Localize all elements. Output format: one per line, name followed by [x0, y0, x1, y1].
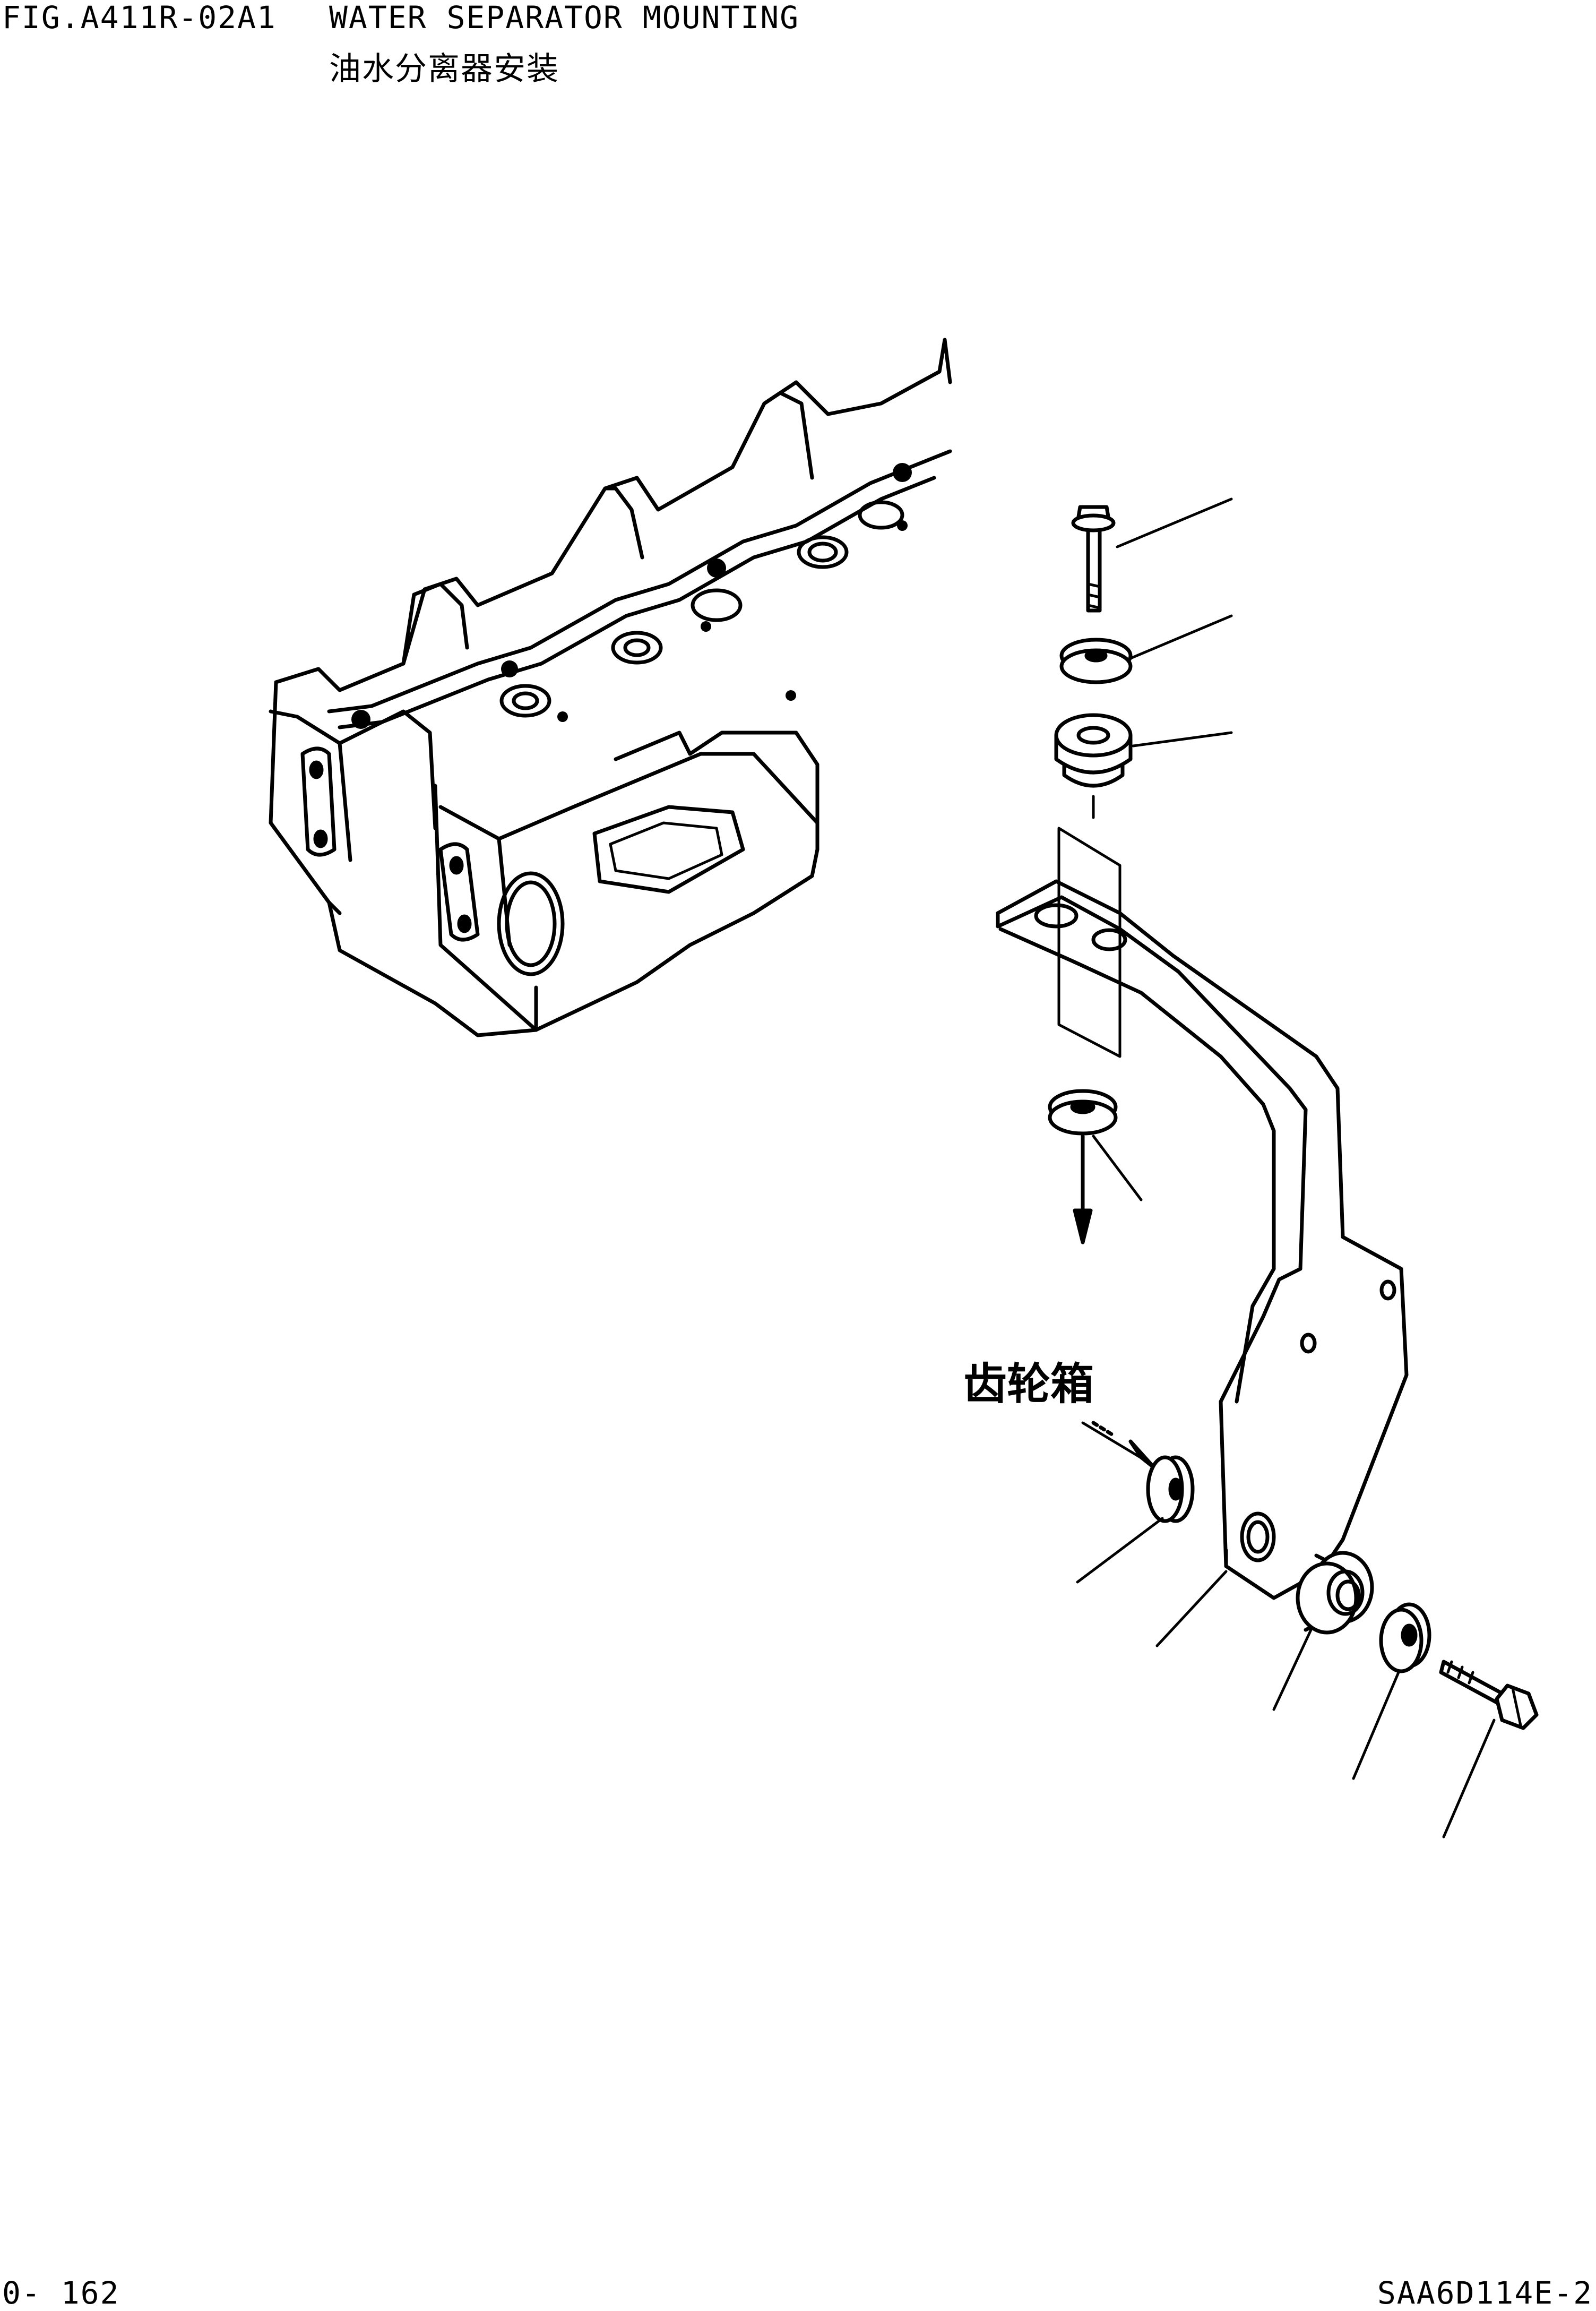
lower-rubber-cushion — [1296, 1551, 1374, 1635]
upper-rubber-cushion — [1054, 713, 1133, 819]
engine-block-drawing — [269, 338, 952, 1037]
lower-bolt — [1439, 1660, 1539, 1730]
top-bolt — [1071, 505, 1116, 613]
figure-number: FIG.A411R-02A1 — [2, 0, 277, 36]
page-number: 0- 162 — [2, 2275, 120, 2311]
lower-washer — [1048, 1089, 1118, 1136]
engine-model-code: SAA6D114E-2 — [1377, 2275, 1593, 2311]
leader-lines — [1076, 497, 1496, 1839]
direction-arrow — [1073, 1134, 1093, 1244]
front-washer — [1379, 1602, 1431, 1673]
stud-arrow — [1081, 1421, 1157, 1470]
gearbox-callout-label: 齿轮箱 — [963, 1359, 1094, 1410]
rear-washer — [1146, 1455, 1195, 1523]
mounting-bracket — [996, 827, 1409, 1600]
figure-title-chinese: 油水分离器安装 — [329, 50, 559, 88]
figure-title-english: WATER SEPARATOR MOUNTING — [329, 0, 800, 36]
top-washer — [1059, 638, 1133, 684]
